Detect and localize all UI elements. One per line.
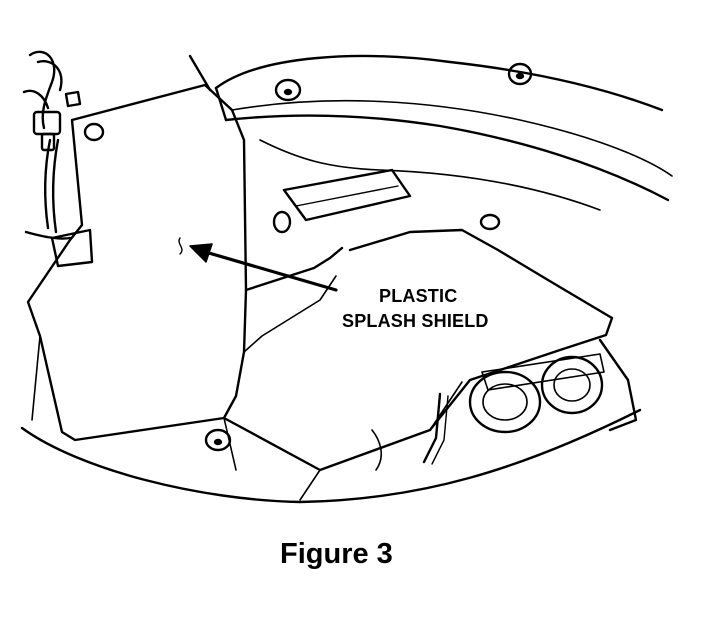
figure-caption: Figure 3 — [280, 538, 393, 570]
callout-arrow — [178, 237, 338, 292]
shield-inner-edge — [244, 246, 344, 292]
fender-flange — [214, 54, 664, 112]
line-drawing — [20, 50, 673, 504]
fastener-bolts — [83, 62, 533, 452]
splash-shield-panel — [26, 83, 248, 442]
callout-label-line2: SPLASH SHIELD — [342, 311, 489, 331]
shield-tab — [50, 228, 94, 268]
callout-label-line1: PLASTIC — [379, 286, 458, 306]
wiring-harness — [22, 50, 82, 240]
electrical-connector — [32, 110, 62, 152]
access-opening — [282, 168, 412, 222]
lower-body-panel — [222, 228, 614, 472]
suspension-components — [371, 338, 638, 471]
